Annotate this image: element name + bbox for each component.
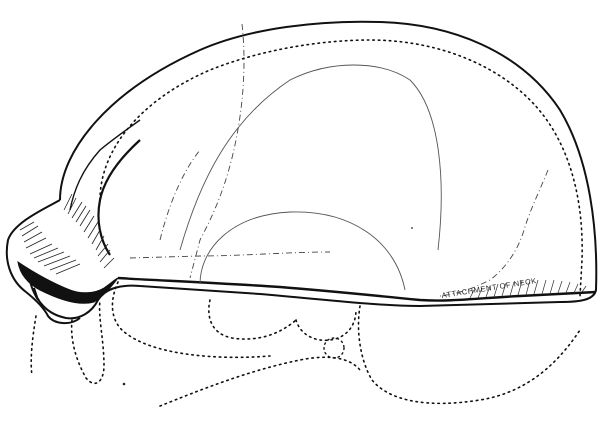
frontal-inner-contour: [70, 120, 140, 210]
inner-dotted-outline: [100, 40, 582, 296]
squamosal-suture: [130, 252, 330, 258]
mark-dot: [123, 383, 126, 386]
inner-arch: [180, 65, 441, 250]
frontal-ridge: [98, 140, 140, 255]
coronal-suture: [190, 24, 244, 278]
mark-dot-2: [411, 227, 413, 229]
ear-dotted: [296, 310, 356, 340]
neck-dotted: [359, 306, 581, 403]
face-dotted-1: [31, 316, 36, 376]
lower-dome: [200, 212, 405, 290]
mandible-dotted: [209, 300, 296, 339]
throat-dotted: [160, 357, 360, 406]
temporal-line: [160, 150, 200, 240]
